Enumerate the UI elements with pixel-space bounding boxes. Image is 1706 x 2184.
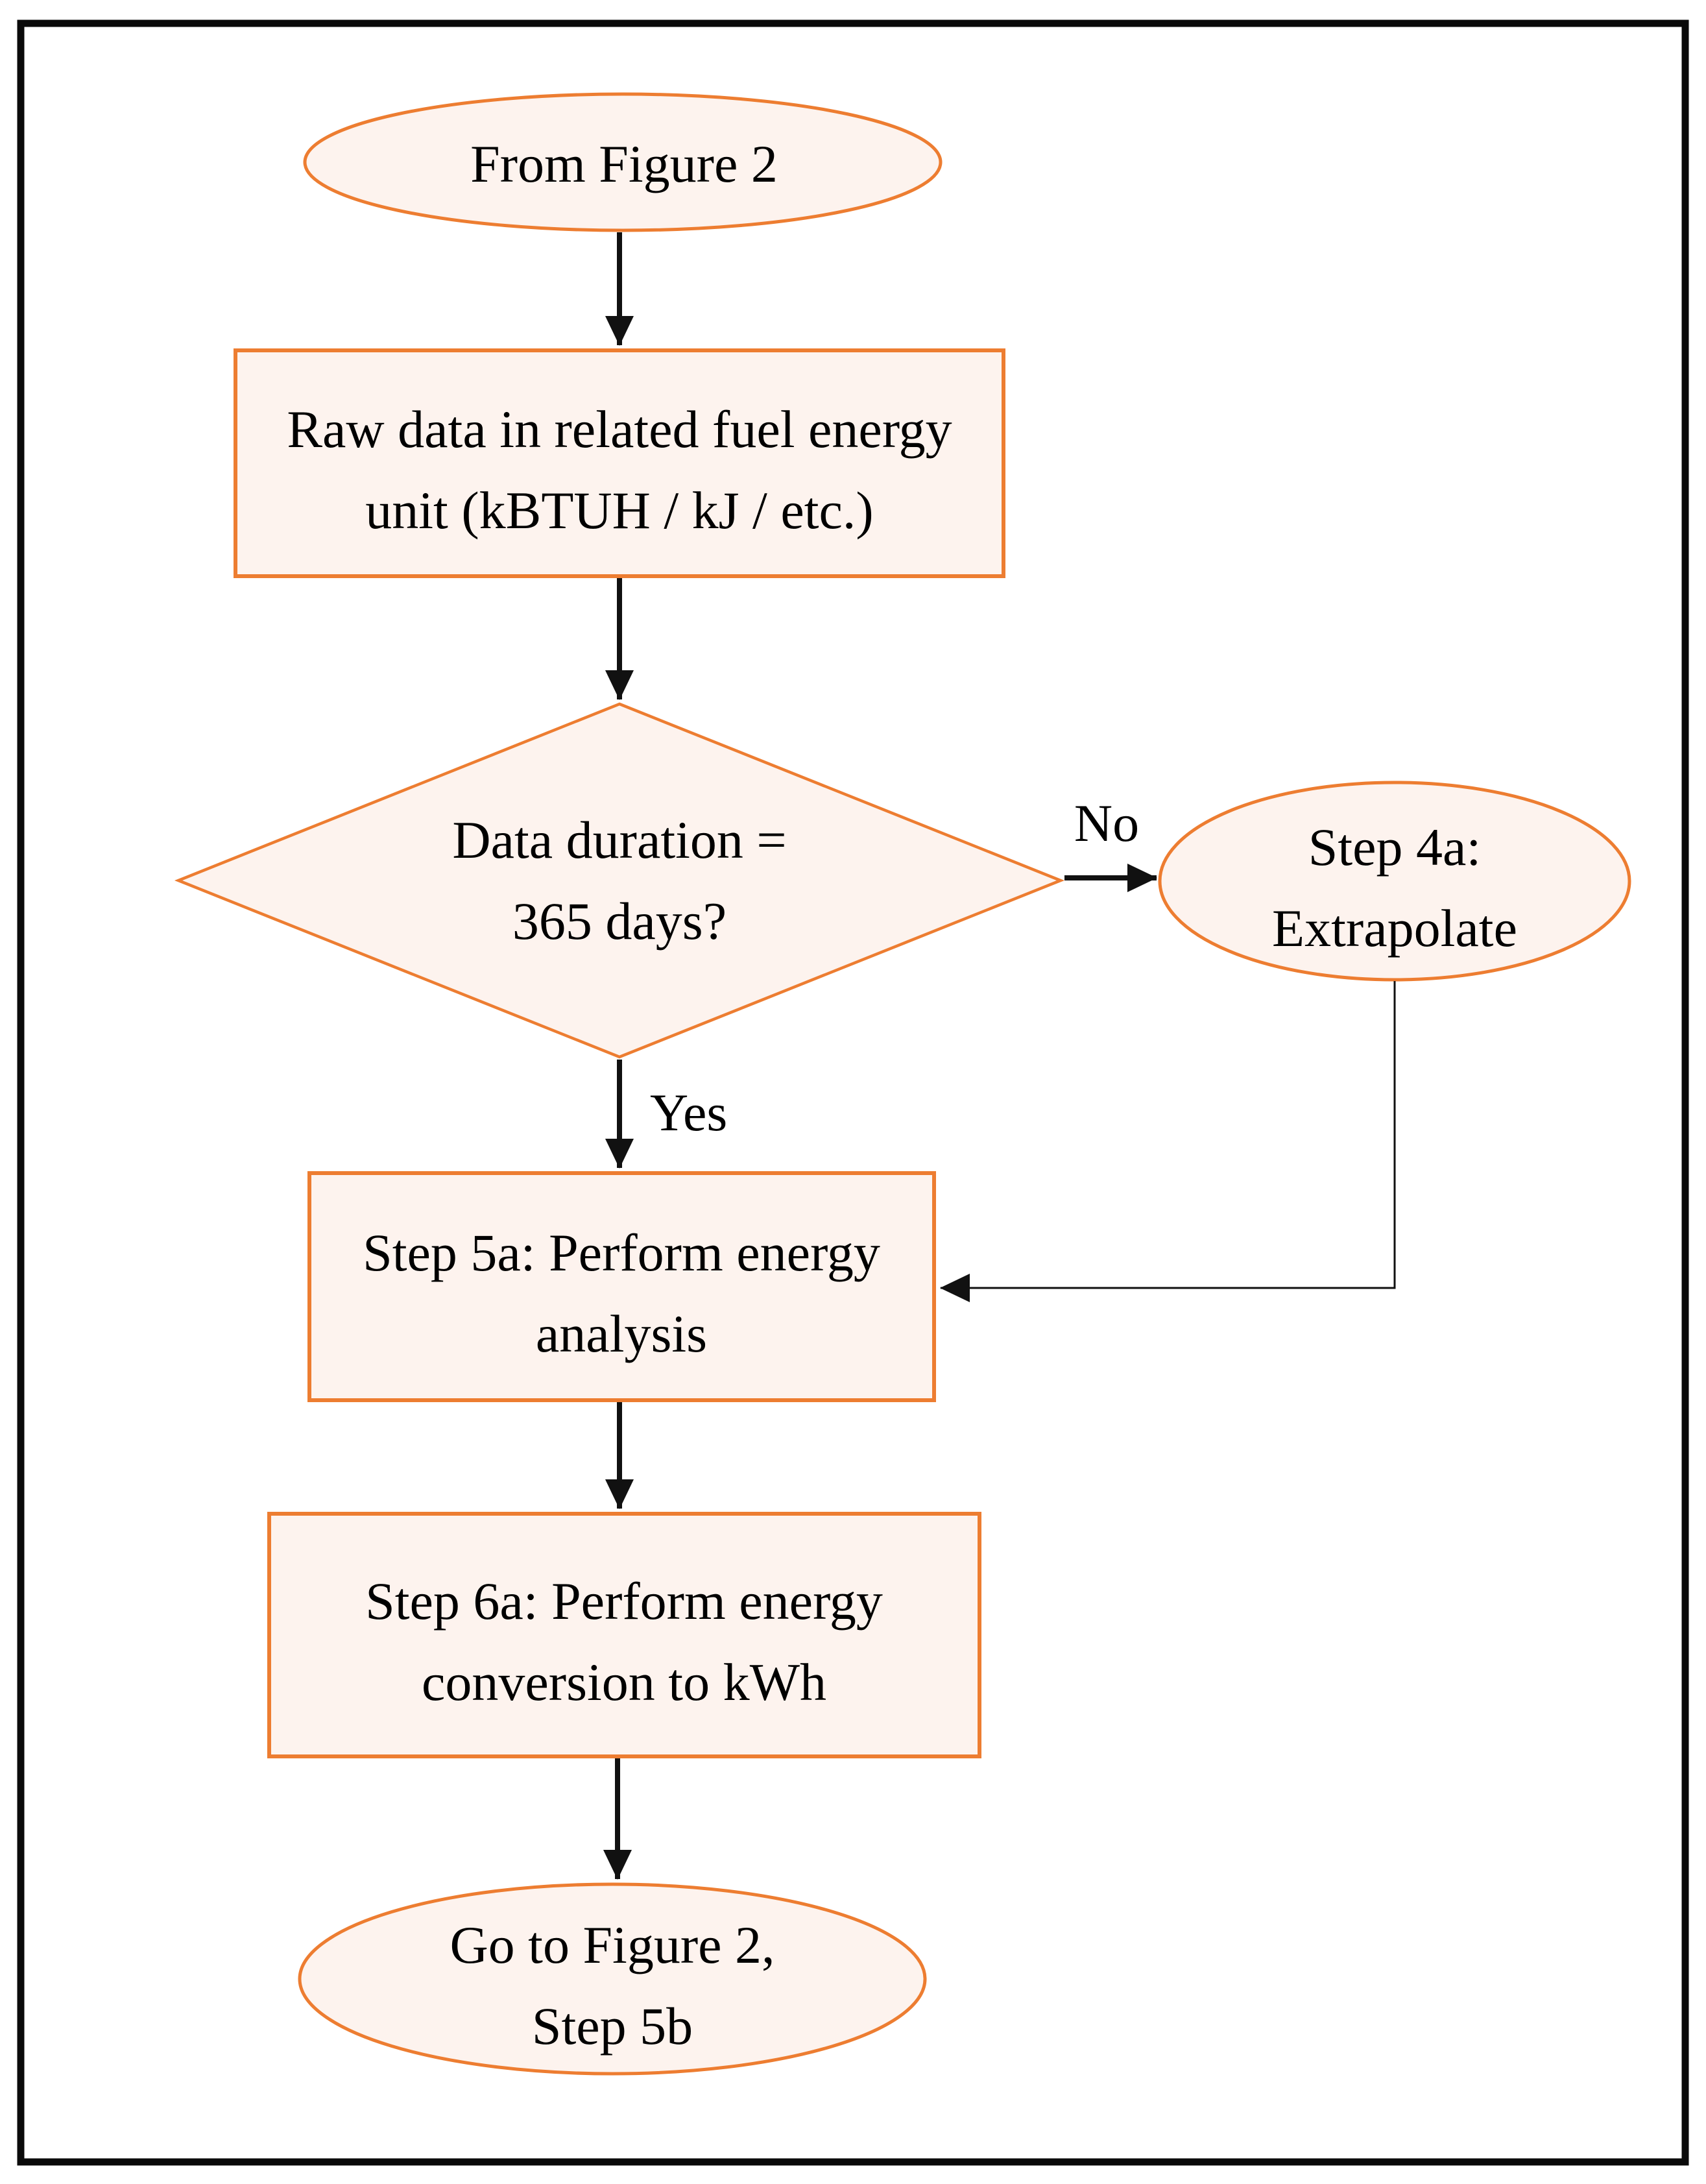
start-terminator-shape [303,92,943,232]
step4a-shape [1158,781,1631,982]
raw-data-label-line1: Raw data in related fuel energy [287,400,952,459]
end-terminator-label-line1: Go to Figure 2, [450,1915,775,1974]
raw-data-process-shape [234,348,1005,578]
step6a-shape [267,1512,981,1758]
step4a-node: Step 4a: Extrapolate [1158,781,1631,982]
no-branch-label: No [1074,794,1139,853]
step4a-label-line1: Step 4a: [1308,818,1481,877]
step5a-node: Step 5a: Perform energy analysis [307,1171,936,1402]
step5a-shape [307,1171,936,1402]
end-terminator-shape [298,1882,927,2076]
decision-node: Data duration = 365 days? [174,702,1065,1059]
step6a-label-line2: conversion to kWh [422,1653,826,1712]
raw-data-process-node: Raw data in related fuel energy unit (kB… [234,348,1005,578]
page-border [17,19,1689,2166]
step4a-label-line2: Extrapolate [1272,899,1517,958]
end-terminator-label-line2: Step 5b [532,1996,693,2056]
step5a-label-line1: Step 5a: Perform energy [363,1223,880,1282]
start-terminator-node: From Figure 2 [303,92,943,232]
start-terminator-label: From Figure 2 [470,134,778,193]
raw-data-label-line2: unit (kBTUH / kJ / etc.) [365,481,873,540]
decision-label-line2: 365 days? [512,892,727,951]
decision-label-line1: Data duration = [452,810,786,869]
step6a-label-line1: Step 6a: Perform energy [365,1571,883,1631]
decision-shape [174,702,1065,1059]
yes-branch-label: Yes [650,1083,727,1142]
step5a-label-line2: analysis [536,1304,707,1363]
end-terminator-node: Go to Figure 2, Step 5b [298,1882,927,2076]
step6a-node: Step 6a: Perform energy conversion to kW… [267,1512,981,1758]
arrow-step4a-to-step5a [940,981,1396,1302]
